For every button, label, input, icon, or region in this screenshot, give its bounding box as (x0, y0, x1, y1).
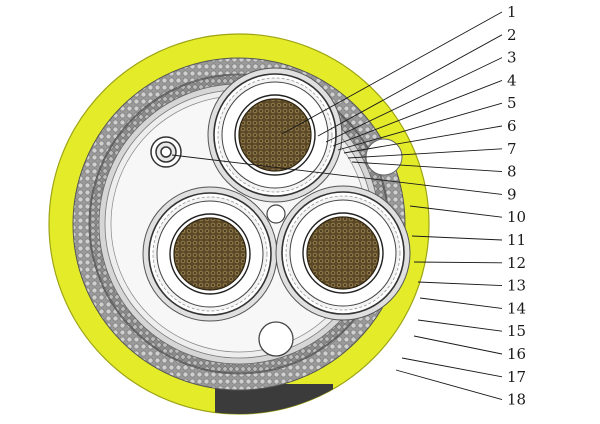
bottom-filler (258, 321, 294, 357)
leader-line-10 (409, 205, 503, 218)
leader-lines (171, 11, 503, 401)
callout-label-13: 13 (507, 277, 526, 295)
callout-label-2: 2 (507, 26, 517, 44)
callout-label-8: 8 (507, 163, 517, 181)
callout-label-11: 11 (507, 231, 526, 249)
leader-line-6 (343, 125, 503, 154)
power-core-top (207, 67, 343, 203)
leader-line-1 (281, 11, 503, 135)
callout-label-7: 7 (507, 140, 517, 158)
leader-line-16 (413, 335, 503, 355)
leader-line-12 (413, 261, 503, 264)
callout-label-12: 12 (507, 254, 526, 272)
callout-label-3: 3 (507, 49, 517, 67)
callout-label-6: 6 (507, 117, 517, 135)
leader-line-7 (347, 148, 503, 159)
leader-line-15 (417, 319, 503, 332)
leader-line-8 (351, 161, 503, 173)
callout-label-16: 16 (507, 345, 526, 363)
leader-line-17 (401, 357, 503, 378)
leader-line-11 (411, 235, 503, 241)
callout-label-15: 15 (507, 322, 526, 340)
leader-line-2 (317, 34, 503, 137)
callout-label-17: 17 (507, 368, 526, 386)
power-core-right (275, 185, 411, 321)
power-cores (142, 67, 411, 322)
leader-line-9 (171, 154, 503, 195)
leader-line-14 (419, 297, 503, 309)
callout-label-14: 14 (507, 299, 526, 317)
callout-label-9: 9 (507, 185, 517, 203)
center-filler (266, 204, 286, 224)
leader-line-3 (325, 57, 503, 143)
callout-label-10: 10 (507, 208, 526, 226)
callout-label-5: 5 (507, 94, 517, 112)
callout-label-1: 1 (507, 3, 517, 21)
callout-label-18: 18 (507, 391, 526, 409)
leader-line-18 (395, 369, 503, 401)
power-core-left (142, 186, 278, 322)
signal-core (150, 136, 182, 168)
leader-line-13 (417, 281, 503, 287)
leader-line-5 (337, 102, 503, 151)
callout-label-4: 4 (507, 71, 517, 89)
leader-line-4 (332, 79, 503, 147)
